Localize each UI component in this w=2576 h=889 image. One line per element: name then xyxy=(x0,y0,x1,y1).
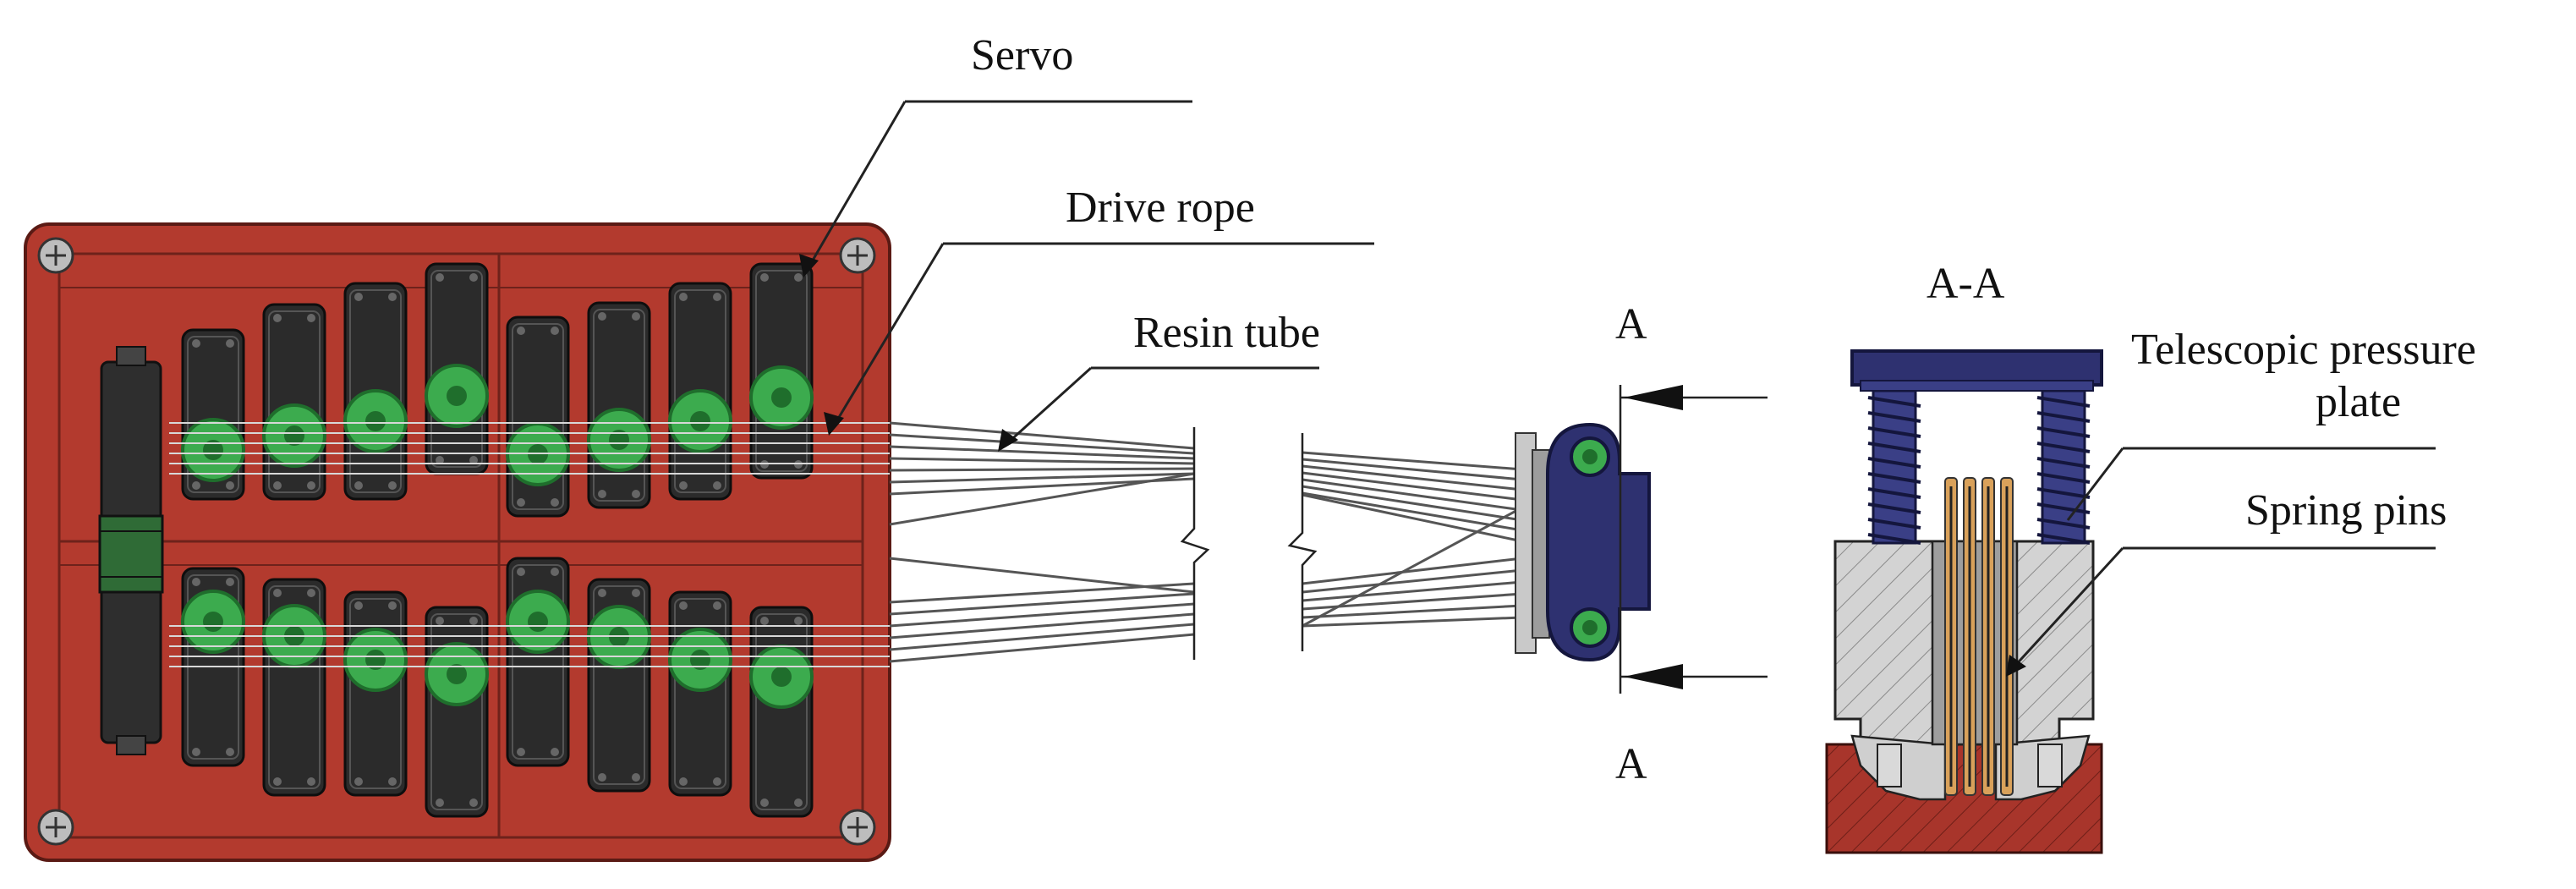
resin-tube xyxy=(1302,493,1523,543)
resin-tube xyxy=(889,612,1195,639)
resin-tube xyxy=(1302,471,1523,502)
resin-tube xyxy=(1302,557,1523,585)
servo-label: Servo xyxy=(971,31,1073,80)
resin-tube xyxy=(1302,568,1523,594)
left-connector xyxy=(98,346,164,755)
servo xyxy=(506,557,570,767)
resin-tube xyxy=(1302,616,1523,628)
screw-icon xyxy=(839,237,876,274)
servo xyxy=(587,301,651,509)
screw-icon xyxy=(37,237,74,274)
corner-screws xyxy=(37,237,876,846)
servo xyxy=(749,262,814,480)
arrow-left-icon xyxy=(1624,664,1683,689)
resin-tube xyxy=(1302,604,1523,619)
resin-tube xyxy=(889,472,1195,484)
telescopic-label-line1: Telescopic pressure xyxy=(2131,326,2476,374)
resin-tube xyxy=(889,633,1195,663)
spring xyxy=(2036,389,2091,545)
servo xyxy=(425,606,489,818)
resin-tube xyxy=(889,445,1195,460)
resin-tube xyxy=(1302,506,1523,628)
section-label-bottom: A xyxy=(1615,740,1647,788)
resin-tube xyxy=(889,592,1195,616)
spring-pins xyxy=(1944,477,2014,796)
resin-tube xyxy=(889,421,1195,450)
resin-tube xyxy=(1302,464,1523,491)
resin-tube xyxy=(889,433,1195,455)
resin-tube-bundle xyxy=(889,421,1523,663)
resin-tube xyxy=(1302,485,1523,522)
resin-tube-label: Resin tube xyxy=(1133,309,1320,357)
springs xyxy=(1867,389,2091,545)
spring-pins-label: Spring pins xyxy=(2245,486,2447,535)
section-line xyxy=(1619,385,1768,694)
servo xyxy=(343,590,408,797)
resin-tube xyxy=(1302,451,1523,471)
resin-tube xyxy=(1302,580,1523,602)
resin-tube xyxy=(889,472,1195,526)
servo xyxy=(262,303,326,501)
tube-connector xyxy=(1515,422,1651,662)
drive-rope-label: Drive rope xyxy=(1066,184,1255,232)
servo xyxy=(668,282,732,501)
section-title: A-A xyxy=(1927,260,2005,308)
servo xyxy=(749,606,814,818)
telescopic-label-line2: plate xyxy=(2316,378,2401,426)
section-a-a xyxy=(1825,349,2103,854)
servo-array xyxy=(181,262,814,818)
servo xyxy=(425,262,489,475)
arrow-left-icon xyxy=(1624,385,1683,410)
servo xyxy=(587,578,651,793)
screw-icon xyxy=(839,809,876,846)
resin-tube xyxy=(889,467,1195,472)
servo xyxy=(668,590,732,797)
resin-tube xyxy=(889,623,1195,651)
servo xyxy=(343,282,408,501)
resin-tube xyxy=(1302,458,1523,481)
resin-tube xyxy=(889,602,1195,628)
drive-ropes xyxy=(169,422,890,667)
resin-tube xyxy=(889,457,1195,465)
servo xyxy=(181,328,245,501)
screw-icon xyxy=(37,809,74,846)
section-label-top: A xyxy=(1615,300,1647,348)
resin-tube xyxy=(889,557,1195,594)
resin-tube xyxy=(1302,491,1523,532)
resin-tube xyxy=(1302,478,1523,512)
servo xyxy=(262,578,326,797)
servo xyxy=(506,316,570,518)
spring xyxy=(1867,389,1921,545)
break-marks xyxy=(1180,427,1318,660)
leader-lines xyxy=(799,100,2436,677)
